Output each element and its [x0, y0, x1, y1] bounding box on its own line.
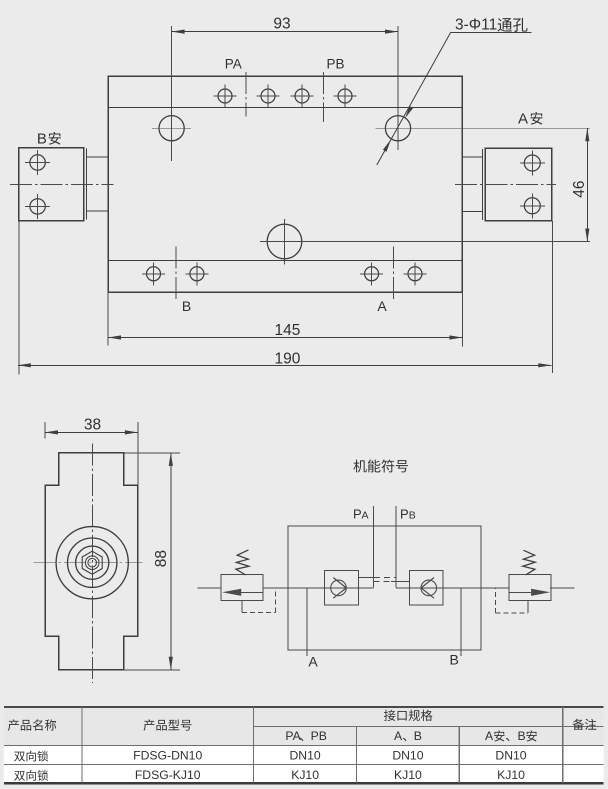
svg-text:A: A: [394, 729, 403, 743]
svg-text:B: B: [409, 509, 416, 521]
svg-text:B: B: [182, 298, 191, 314]
svg-text:B: B: [450, 652, 459, 668]
svg-text:A: A: [377, 298, 387, 314]
svg-text:A: A: [362, 509, 369, 521]
svg-text:B: B: [414, 729, 422, 743]
svg-text:PB: PB: [311, 729, 327, 743]
svg-text:FDSG-DN10: FDSG-DN10: [133, 749, 202, 763]
svg-text:DN10: DN10: [495, 749, 526, 763]
svg-text:DN10: DN10: [290, 749, 321, 763]
svg-text:KJ10: KJ10: [394, 768, 422, 782]
svg-text:46: 46: [571, 180, 588, 197]
svg-text:PA: PA: [225, 56, 242, 71]
svg-text:P: P: [353, 506, 362, 521]
svg-text:KJ10: KJ10: [497, 768, 525, 782]
svg-text:FDSG-KJ10: FDSG-KJ10: [135, 768, 201, 782]
svg-text:145: 145: [274, 322, 300, 339]
svg-text:38: 38: [84, 417, 101, 434]
svg-text:PA: PA: [285, 729, 301, 743]
svg-text:3-Φ11: 3-Φ11: [455, 17, 497, 34]
svg-text:A: A: [485, 729, 494, 743]
svg-text:A: A: [518, 111, 528, 128]
svg-text:B: B: [37, 131, 47, 148]
svg-text:88: 88: [153, 550, 170, 567]
svg-text:93: 93: [273, 15, 290, 32]
svg-text:P: P: [400, 506, 409, 521]
svg-text:KJ10: KJ10: [291, 768, 319, 782]
svg-text:DN10: DN10: [392, 749, 423, 763]
svg-text:PB: PB: [326, 56, 344, 71]
svg-text:A: A: [308, 654, 318, 670]
svg-text:B: B: [518, 729, 526, 743]
svg-text:190: 190: [274, 350, 300, 367]
